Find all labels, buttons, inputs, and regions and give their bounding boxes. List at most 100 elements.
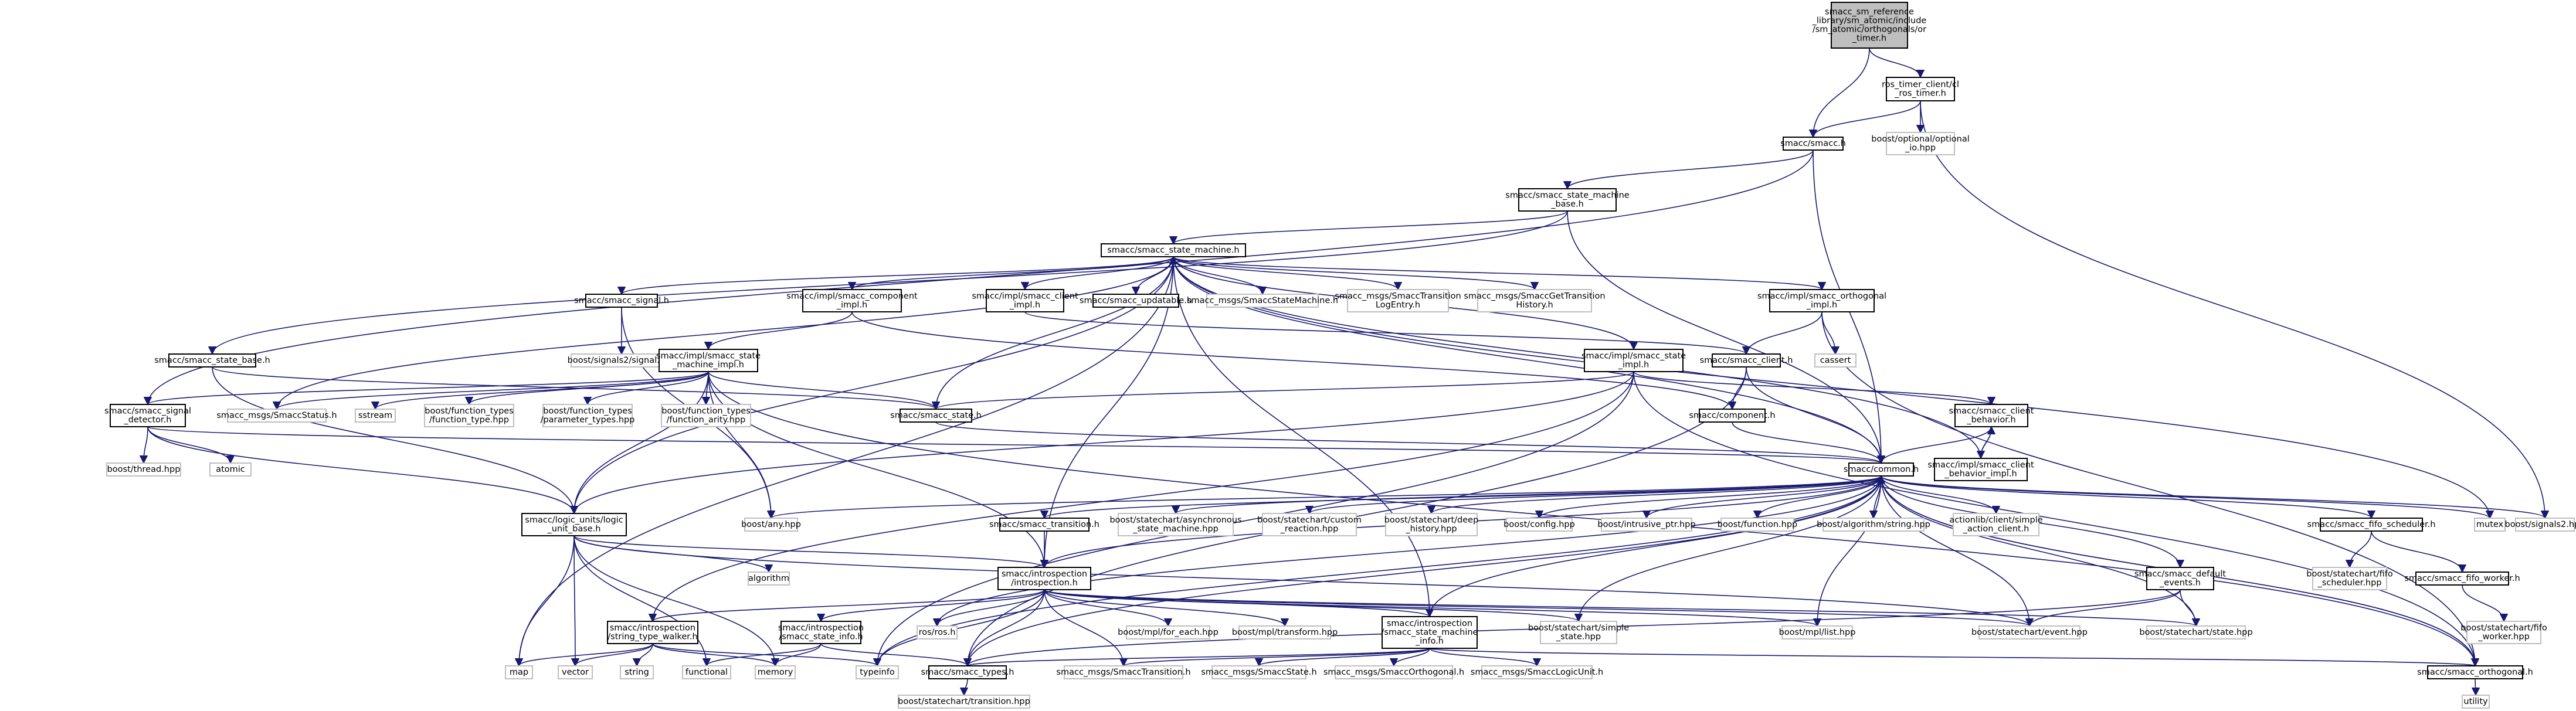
node-label: smacc_msgs/SmaccOrthogonal.h bbox=[1323, 668, 1464, 677]
node-label: _reaction.hpp bbox=[1280, 525, 1339, 534]
node-label: smacc/introspection bbox=[1387, 619, 1472, 628]
node-orthogonal[interactable]: smacc/smacc_orthogonal.h bbox=[2417, 665, 2533, 679]
node-comp-impl[interactable]: smacc/impl/smacc_component_impl.h bbox=[786, 289, 918, 312]
node-deep-hist: boost/statechart/deep_history.hpp bbox=[1384, 513, 1478, 536]
node-component[interactable]: smacc/component.h bbox=[1689, 409, 1776, 423]
node-fifo-worker[interactable]: smacc/smacc_fifo_worker.h bbox=[2404, 571, 2520, 586]
node-cb-impl[interactable]: smacc/impl/smacc_client_behavior_impl.h bbox=[1927, 458, 2034, 481]
node-label: functional bbox=[685, 668, 728, 677]
edge-common-to-transition bbox=[1040, 475, 1882, 519]
node-label: map bbox=[510, 668, 528, 677]
node-atomic: atomic bbox=[209, 462, 252, 477]
node-orth-impl[interactable]: smacc/impl/smacc_orthogonal_impl.h bbox=[1757, 289, 1886, 312]
node-label: boost/statechart/asynchronous bbox=[1109, 516, 1241, 525]
node-box bbox=[1347, 289, 1449, 312]
node-box bbox=[227, 409, 327, 423]
edge-types-to-sc-transition bbox=[959, 678, 969, 696]
edge-comp-impl-to-component bbox=[851, 311, 1736, 410]
node-label: string bbox=[625, 668, 649, 677]
edge-root-to-ros-timer bbox=[1869, 47, 1925, 79]
node-smacc-h[interactable]: smacc/smacc.h bbox=[1780, 137, 1846, 151]
node-label: _timer.h bbox=[1852, 34, 1886, 43]
edge-stw-to-vector bbox=[571, 643, 653, 667]
node-types[interactable]: smacc/smacc_types.h bbox=[921, 665, 1014, 679]
node-sm-base[interactable]: smacc/smacc_state_machine_base.h bbox=[1505, 188, 1630, 212]
node-label: boost/thread.hpp bbox=[107, 465, 181, 474]
node-msg-trans: smacc_msgs/SmaccTransition.h bbox=[1056, 665, 1191, 679]
node-client-impl[interactable]: smacc/impl/smacc_client_impl.h bbox=[972, 289, 1078, 312]
node-label: boost/config.hpp bbox=[1503, 520, 1575, 529]
node-mpl-transform: boost/mpl/transform.hpp bbox=[1232, 625, 1338, 639]
node-box bbox=[1385, 513, 1478, 536]
node-actionlib: actionlib/client/simple_action_client.h bbox=[1949, 513, 2043, 536]
node-transition[interactable]: smacc/smacc_transition.h bbox=[989, 518, 1099, 532]
edge-common-to-custom-react bbox=[1305, 475, 1882, 515]
edge-orthogonal-to-utility bbox=[2471, 678, 2480, 696]
node-label: _action_client.h bbox=[1963, 525, 2029, 534]
node-box bbox=[558, 665, 593, 679]
node-box bbox=[1206, 294, 1319, 308]
node-label: algorithm bbox=[748, 574, 789, 583]
edge-sm-base-to-common bbox=[1567, 210, 1886, 464]
edge-sm-impl-to-ft-param bbox=[583, 371, 709, 406]
node-box bbox=[802, 289, 902, 312]
node-sc-transition: boost/statechart/transition.hpp bbox=[898, 695, 1030, 709]
node-box bbox=[620, 665, 654, 679]
node-label: smacc/smacc_updatable.h bbox=[1080, 296, 1192, 305]
node-label: vector bbox=[562, 668, 589, 677]
node-label: smacc/smacc_signal.h bbox=[574, 296, 669, 305]
edge-sm-h-to-introspection bbox=[1040, 256, 1174, 569]
node-label: boost/mpl/transform.hpp bbox=[1232, 628, 1338, 637]
node-label: _base.h bbox=[1550, 200, 1584, 209]
node-state-base[interactable]: smacc/smacc_state_base.h bbox=[154, 353, 270, 368]
node-boost-any: boost/any.hpp bbox=[741, 518, 801, 532]
edge-ros-timer-to-signals2 bbox=[1920, 100, 2550, 519]
edge-smi-to-msg-trans bbox=[1119, 648, 1430, 667]
node-default-ev[interactable]: smacc/smacc_default_events.h bbox=[2134, 567, 2226, 590]
edge-sig-det-to-atomic bbox=[147, 426, 235, 464]
node-label: smacc_msgs/SmaccStateMachine.h bbox=[1187, 296, 1338, 305]
node-boost-optional: boost/optional/optional_io.hpp bbox=[1871, 132, 1970, 155]
node-cb-h[interactable]: smacc/smacc_client_behavior.h bbox=[1949, 404, 2034, 427]
node-label: _behavior.h bbox=[1966, 416, 2015, 425]
node-box bbox=[744, 518, 798, 532]
node-stw[interactable]: smacc/introspection/string_type_walker.h bbox=[607, 621, 698, 644]
edge-introspection-to-mpl-list bbox=[1044, 589, 1821, 627]
node-sig-det[interactable]: smacc/smacc_signal_detector.h bbox=[104, 404, 191, 427]
node-box bbox=[1601, 518, 1692, 532]
node-sm-impl[interactable]: smacc/impl/smacc_state_machine_impl.h bbox=[656, 349, 761, 372]
node-label: smacc/impl/smacc_component bbox=[786, 292, 918, 301]
node-label: smacc/smacc.h bbox=[1780, 139, 1846, 148]
node-box bbox=[1886, 132, 1955, 155]
node-label: _io.hpp bbox=[1905, 144, 1936, 153]
edge-common-to-fifo-sched bbox=[1881, 475, 2375, 519]
node-ft-arity: boost/function_types/function_arity.hpp bbox=[661, 404, 751, 427]
node-boost-signals: boost/signals2/signal.hpp bbox=[568, 353, 676, 368]
node-msg-state: smacc_msgs/SmaccState.h bbox=[1201, 665, 1317, 679]
node-state-h[interactable]: smacc/smacc_state.h bbox=[890, 409, 982, 423]
node-signal-h[interactable]: smacc/smacc_signal.h bbox=[574, 294, 669, 308]
node-smi[interactable]: smacc/introspection/smacc_state_machine_… bbox=[1382, 616, 1478, 649]
node-label: smacc_msgs/SmaccTransition bbox=[1335, 292, 1461, 301]
node-label: smacc/common.h bbox=[1844, 465, 1919, 474]
node-logic[interactable]: smacc/logic_units/logic_unit_base.h bbox=[521, 513, 627, 536]
edge-layer bbox=[139, 47, 2550, 696]
node-box bbox=[1584, 349, 1684, 372]
edge-common-to-bfunction bbox=[1753, 475, 1882, 519]
node-fifo-sched[interactable]: smacc/smacc_fifo_scheduler.h bbox=[2307, 518, 2436, 532]
node-updatable[interactable]: smacc/smacc_updatable.h bbox=[1080, 294, 1192, 308]
node-client-h[interactable]: smacc/smacc_client.h bbox=[1700, 353, 1793, 368]
node-fifo-worker-hpp: boost/statechart/fifo_worker.hpp bbox=[2460, 621, 2547, 644]
node-ros-timer[interactable]: ros_timer_client/cl_ros_timer.h bbox=[1882, 77, 1959, 101]
node-introspection[interactable]: smacc/introspection/introspection.h bbox=[997, 567, 1091, 590]
edge-sm-h-to-msg-status bbox=[272, 256, 1174, 410]
node-common[interactable]: smacc/common.h bbox=[1844, 462, 1919, 477]
node-box bbox=[2312, 567, 2387, 590]
node-ssi[interactable]: smacc/introspection/smacc_state_info.h bbox=[778, 621, 864, 644]
edge-sm-h-to-mutex bbox=[1173, 256, 2494, 519]
node-sm-h[interactable]: smacc/smacc_state_machine.h bbox=[1101, 243, 1246, 257]
node-label: _library/sm_atomic/include bbox=[1812, 16, 1927, 26]
node-label: smacc/impl/smacc_state bbox=[656, 352, 761, 361]
node-label: boost/signals2/signal.hpp bbox=[568, 356, 676, 365]
node-state-impl[interactable]: smacc/impl/smacc_state_impl.h bbox=[1581, 349, 1686, 372]
